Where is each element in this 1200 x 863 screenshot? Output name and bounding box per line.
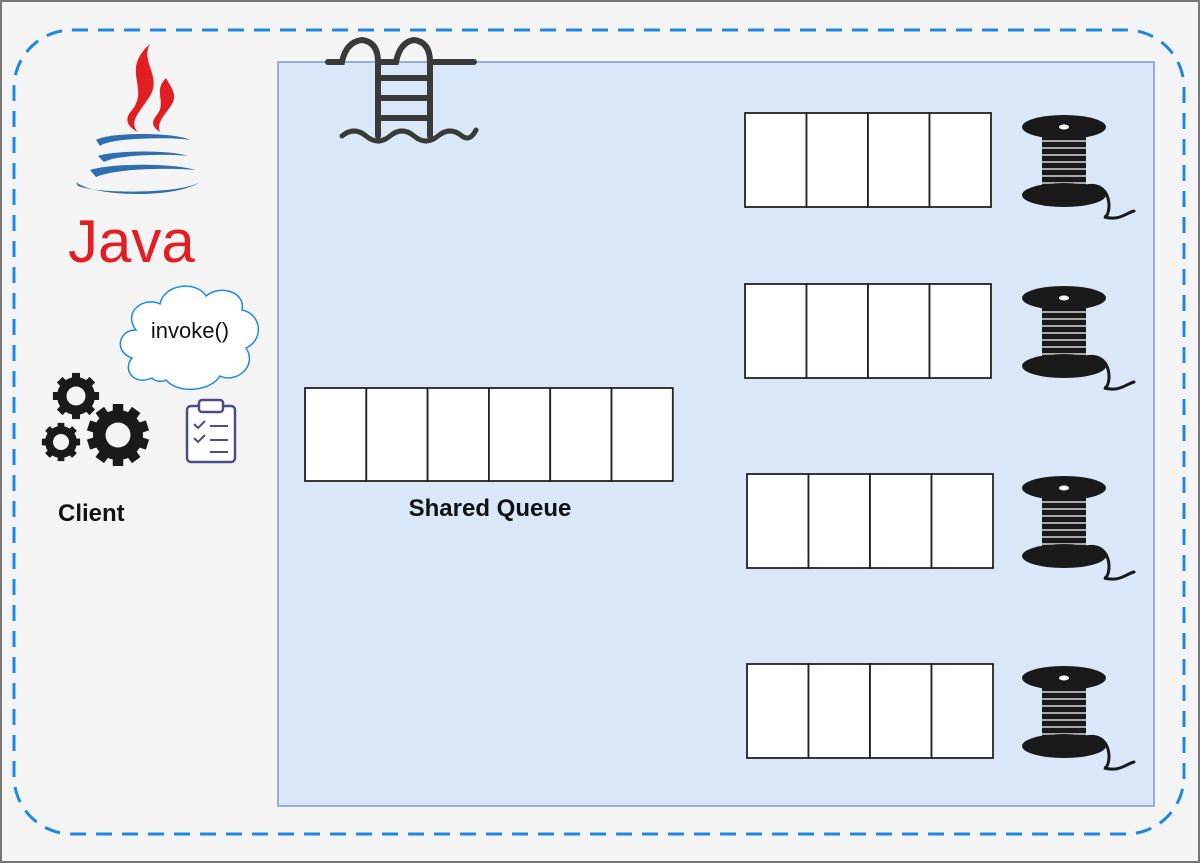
java-steam-right xyxy=(153,78,175,132)
pool-ladder-right-rail xyxy=(375,36,477,139)
queue-slot xyxy=(930,663,994,759)
spool-hole xyxy=(1059,295,1069,301)
thread-spools xyxy=(1022,115,1136,771)
clipboard-clip xyxy=(197,398,225,414)
queue-slot xyxy=(487,387,552,482)
queue-slot xyxy=(744,283,808,379)
queue-slot xyxy=(426,387,490,482)
gear-bottom-right xyxy=(86,404,150,466)
shared-queue-slots xyxy=(304,387,674,482)
spool-loose-thread xyxy=(1080,183,1136,220)
queue-slot xyxy=(549,387,613,482)
worker-queue-3 xyxy=(746,473,994,569)
gears-icon xyxy=(41,372,150,466)
shared-queue xyxy=(304,387,674,482)
worker-queue-2 xyxy=(744,283,992,379)
queue-slot xyxy=(867,112,931,208)
gear-tooth xyxy=(72,372,80,381)
jvm-boundary xyxy=(12,28,1186,836)
thread-spool-icon xyxy=(1022,666,1136,771)
spool-loose-thread xyxy=(1080,544,1136,581)
clipboard-board xyxy=(185,404,237,464)
java-cup-ring-1 xyxy=(96,134,190,146)
worker-queues xyxy=(744,112,994,759)
thread-spool-icon xyxy=(1022,476,1136,581)
java-cup-ring-3 xyxy=(90,164,196,177)
queue-slot xyxy=(304,387,368,482)
java-logo: Java xyxy=(68,44,200,275)
spool-bottom-flange xyxy=(1022,183,1106,207)
java-logo-text: Java xyxy=(68,208,195,275)
invoke-label: invoke() xyxy=(151,318,229,343)
spool-hole xyxy=(1059,124,1069,130)
worker-queue-4 xyxy=(746,663,994,759)
gear-hole xyxy=(105,422,131,448)
pool-ladder-left-rail xyxy=(325,36,381,139)
spool-loose-thread xyxy=(1080,354,1136,391)
swimming-pool-ladder-icon xyxy=(325,36,479,144)
queue-slot xyxy=(928,283,992,379)
invoke-cloud-shape xyxy=(119,285,260,391)
client-label: Client xyxy=(58,500,125,527)
spool-bottom-flange xyxy=(1022,354,1106,378)
shared-queue-label: Shared Queue xyxy=(409,495,572,522)
queue-slot xyxy=(805,283,869,379)
gear-hole xyxy=(53,434,69,450)
pool-water-wave xyxy=(339,127,479,144)
queue-slot xyxy=(744,112,808,208)
thread-spool-icon xyxy=(1022,115,1136,220)
thread-spool-icon xyxy=(1022,286,1136,391)
queue-slot xyxy=(869,663,933,759)
java-cup-ring-2 xyxy=(98,151,188,162)
queue-slot xyxy=(928,112,992,208)
gear-tooth xyxy=(112,404,124,414)
gear-tooth xyxy=(112,456,124,466)
queue-slot xyxy=(746,473,810,569)
queue-slot xyxy=(610,387,674,482)
queue-slot xyxy=(746,663,810,759)
queue-slot xyxy=(869,473,933,569)
spool-loose-thread xyxy=(1080,734,1136,771)
invoke-bubble: invoke() xyxy=(119,285,260,391)
worker-queue-1 xyxy=(744,112,992,208)
queue-slot xyxy=(805,112,869,208)
clipboard-check-1 xyxy=(193,420,206,430)
java-cup-saucer xyxy=(76,182,200,194)
queue-slot xyxy=(930,473,994,569)
java-steam-left xyxy=(127,44,154,132)
queue-slot xyxy=(807,663,871,759)
spool-hole xyxy=(1059,485,1069,491)
spool-hole xyxy=(1059,675,1069,681)
queue-slot xyxy=(807,473,871,569)
spool-bottom-flange xyxy=(1022,734,1106,758)
gear-bottom-left xyxy=(41,422,81,462)
clipboard-checklist-icon xyxy=(185,398,237,464)
gear-top xyxy=(52,372,100,420)
gear-hole xyxy=(66,386,86,406)
queue-slot xyxy=(365,387,429,482)
queue-slot xyxy=(867,283,931,379)
gear-tooth xyxy=(72,411,80,420)
spool-bottom-flange xyxy=(1022,544,1106,568)
clipboard-check-2 xyxy=(193,434,206,444)
